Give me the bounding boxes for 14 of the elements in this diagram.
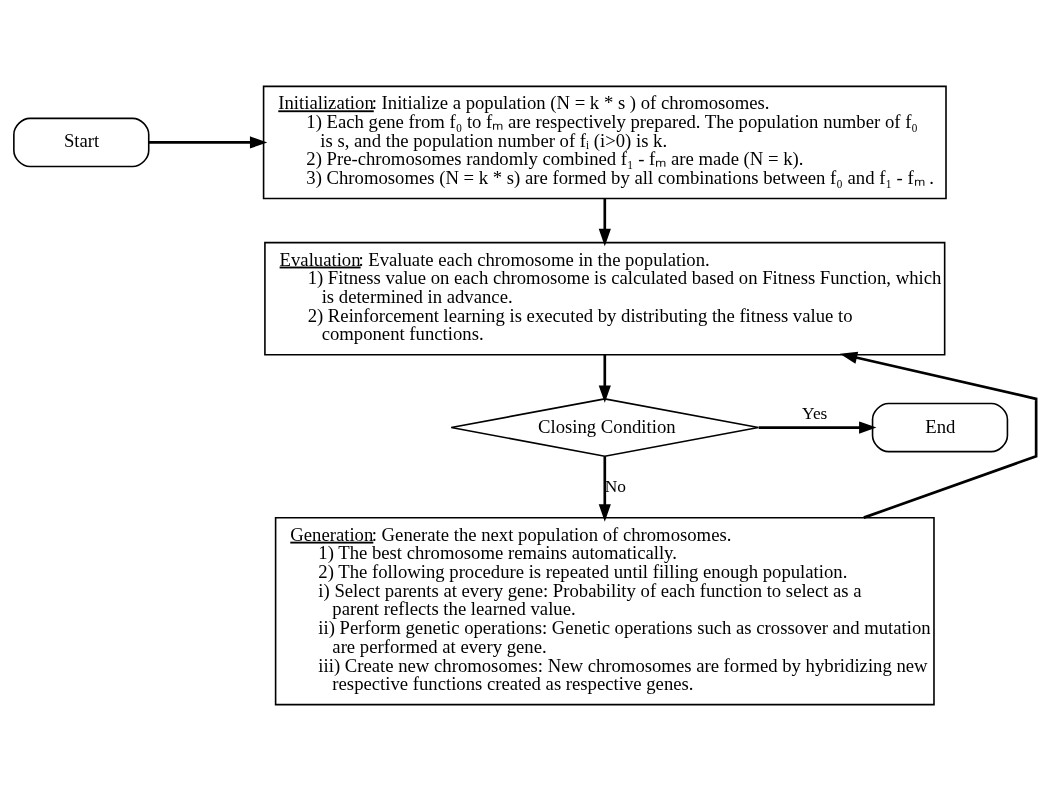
node-diamond: Closing Condition	[450, 398, 760, 458]
arrow	[148, 136, 268, 149]
edge-label: No	[604, 476, 627, 496]
node-box: Evaluation: Evaluate each chromosome in the population. 1) Fitness value on each chromosome is calculated based on Fitness Function, which is determined in advance. 2) Reinforcement learning is executed by distributing the fitness value to component functions.	[264, 241, 946, 356]
arrow	[839, 351, 1038, 519]
arrow	[598, 456, 611, 522]
edge-label: Yes	[802, 403, 828, 423]
node-box: Initialization: Initialize a population (N = k * s ) of chromosomes. 1) Each gene from f₀ to fₘ are respectively prepared. The population number of f₀ is s, and the population number of fᵢ (i>0) is k. 2) Pre-chromosomes randomly combined f₁ - fₘ are made (N = k). 3) Chromosomes (N = k * s) are formed by all combinations between f₀ and f₁ - fₘ .	[262, 85, 947, 200]
arrow	[598, 198, 611, 247]
arrow	[758, 421, 877, 434]
node-box: Start	[13, 117, 150, 168]
node-box: Generation: Generate the next population of chromosomes. 1) The best chromosome remains automatically. 2) The following procedure is repeated until filling enough population. i) Select parents at every gene: Probability of each function to select as a parent reflects the learned value. ii) Perform genetic operations: Genetic operations such as crossover and mutation are performed at every gene. iii) Create new chromosomes: New chromosomes are formed by hybridizing new respective functions created as respective genes.	[274, 516, 935, 706]
node-box: End	[871, 402, 1009, 453]
arrow	[598, 355, 611, 403]
